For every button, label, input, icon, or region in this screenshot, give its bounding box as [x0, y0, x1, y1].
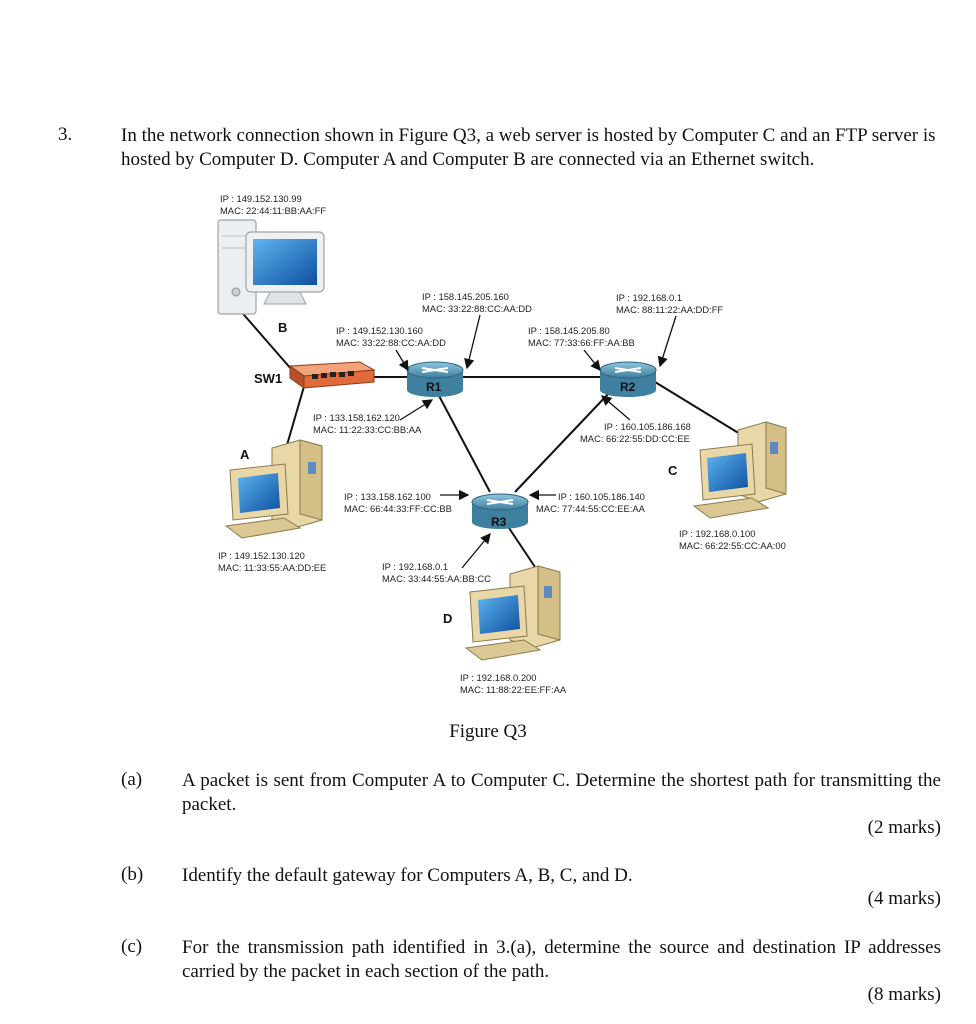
router-r3 [471, 493, 529, 529]
r2-lan-ip: IP : 192.168.0.1 [616, 292, 682, 303]
r1-r3-ip: IP : 133.158.162.120 [313, 412, 400, 423]
link-sw1-a [286, 382, 306, 446]
link-r3-d [504, 521, 536, 568]
figure-caption: Figure Q3 [449, 721, 527, 742]
router-r1-label: R1 [426, 380, 442, 394]
computer-c-ip: IP : 192.168.0.100 [679, 528, 755, 539]
computer-b-mac: MAC: 22:44:11:BB:AA:FF [220, 205, 326, 216]
part-b-marks: (4 marks) [867, 888, 941, 909]
switch-sw1-label: SW1 [254, 371, 282, 386]
part-c-label: (c) [121, 936, 143, 957]
r3-lan-ip: IP : 192.168.0.1 [382, 561, 448, 572]
computer-b-ip: IP : 149.152.130.99 [220, 193, 302, 204]
r2-lan-mac: MAC: 88:11:22:AA:DD:FF [616, 304, 723, 315]
part-c-marks: (8 marks) [867, 984, 941, 1005]
router-r3-label: R3 [491, 515, 507, 529]
r1-lan-mac: MAC: 33:22:88:CC:AA:DD [336, 337, 446, 348]
question-number: 3. [58, 124, 73, 145]
part-a-label: (a) [121, 769, 143, 790]
link-r1-r3 [436, 391, 491, 493]
router-r1 [406, 361, 464, 397]
part-c-text: For the transmission path identified in … [182, 937, 941, 982]
part-b-text: Identify the default gateway for Compute… [182, 865, 633, 886]
computer-b [217, 219, 325, 315]
computer-d-mac: MAC: 11:88:22:EE:FF:AA [460, 684, 567, 695]
r3-r2-mac: MAC: 77:44:55:CC:EE:AA [536, 503, 646, 514]
computer-c-mac: MAC: 66:22:55:CC:AA:00 [679, 540, 786, 551]
computer-c [692, 421, 787, 519]
computer-c-label: C [668, 463, 678, 478]
network-links [237, 307, 746, 568]
part-a-text: A packet is sent from Computer A to Comp… [182, 770, 941, 815]
r3-r2-ip: IP : 160.105.186.140 [558, 491, 645, 502]
r3-lan-mac: MAC: 33:44:55:AA:BB:CC [382, 573, 491, 584]
switch-sw1 [288, 361, 376, 389]
computer-d [464, 565, 561, 661]
router-r2-label: R2 [620, 380, 636, 394]
computer-b-label: B [278, 320, 287, 335]
network-diagram: B IP : 149.152.130.99 MAC: 22:44:11:BB:A… [217, 193, 787, 695]
r1-r2-ip: IP : 158.145.205.160 [422, 291, 509, 302]
r1-lan-ip: IP : 149.152.130.160 [336, 325, 423, 336]
r1-r2-mac: MAC: 33:22:88:CC:AA:DD [422, 303, 532, 314]
link-b-sw1 [237, 307, 293, 371]
computer-a-label: A [240, 447, 250, 462]
computer-a-mac: MAC: 11:33:55:AA:DD:EE [218, 562, 326, 573]
computer-a [224, 439, 323, 539]
computer-a-ip: IP : 149.152.130.120 [218, 550, 305, 561]
r1-r3-mac: MAC: 11:22:33:CC:BB:AA [313, 424, 422, 435]
r2-r1-mac: MAC: 77:33:66:FF:AA:BB [528, 337, 635, 348]
part-a-marks: (2 marks) [867, 817, 941, 838]
router-r2 [599, 361, 657, 397]
r3-r1-ip: IP : 133.158.162.100 [344, 491, 431, 502]
computer-d-ip: IP : 192.168.0.200 [460, 672, 536, 683]
r3-r1-mac: MAC: 66:44:33:FF:CC:BB [344, 503, 452, 514]
r2-r1-ip: IP : 158.145.205.80 [528, 325, 610, 336]
interface-arrows [395, 314, 677, 569]
part-b-label: (b) [121, 864, 144, 885]
link-r2-c [654, 381, 746, 438]
r2-r3-ip: IP : 160.105.186.168 [604, 421, 691, 432]
computer-d-label: D [443, 611, 452, 626]
r2-r3-mac: MAC: 66:22:55:DD:CC:EE [580, 433, 690, 444]
question-text: In the network connection shown in Figur… [121, 125, 936, 170]
link-r2-r3 [514, 391, 611, 493]
